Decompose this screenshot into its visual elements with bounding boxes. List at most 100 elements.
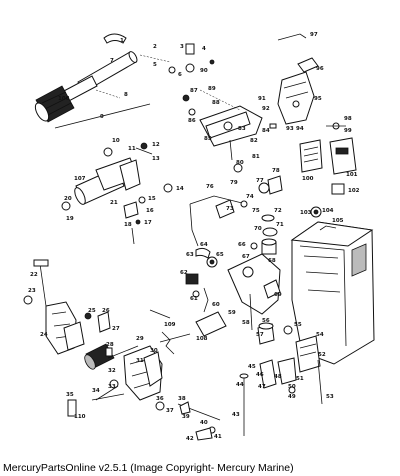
callout-label: 10 xyxy=(112,138,120,144)
callout-label: 63 xyxy=(186,252,194,258)
callout-label: 93 xyxy=(286,126,294,132)
callout-label: 25 xyxy=(88,308,96,314)
callout-label: 83 xyxy=(238,126,246,132)
callout-label: 11 xyxy=(128,146,136,152)
callout-label: 54 xyxy=(316,332,324,338)
callout-label: 46 xyxy=(256,372,264,378)
callout-label: 27 xyxy=(112,326,120,332)
callout-label: 102 xyxy=(348,188,360,194)
callout-label: 52 xyxy=(318,352,326,358)
callout-label: 97 xyxy=(310,32,318,38)
callout-label: 88 xyxy=(212,100,220,106)
callout-label: 5 xyxy=(153,62,157,68)
callout-label: 62 xyxy=(180,270,188,276)
callout-label: 90 xyxy=(200,68,208,74)
callout-label: 74 xyxy=(246,194,254,200)
callout-label: 109 xyxy=(164,322,176,328)
transom-clamp-right xyxy=(105,345,165,411)
callout-label: 59 xyxy=(228,310,236,316)
callout-label: 73 xyxy=(226,206,234,212)
callout-label: 4 xyxy=(202,46,206,52)
callout-label: 7 xyxy=(110,58,114,64)
switch-box-assembly xyxy=(299,137,357,195)
callout-label: 20 xyxy=(64,196,72,202)
callout-label: 76 xyxy=(206,184,214,190)
callout-label: 80 xyxy=(236,160,244,166)
callout-label: 69 xyxy=(274,292,282,298)
callout-label: 36 xyxy=(156,396,164,402)
callout-label: 61 xyxy=(190,296,198,302)
callout-label: 60 xyxy=(212,302,220,308)
callout-label: 26 xyxy=(102,308,110,314)
callout-label: 101 xyxy=(346,172,358,178)
callout-label: 29 xyxy=(136,336,144,342)
callout-label: 8 xyxy=(124,92,128,98)
callout-label: 41 xyxy=(214,434,222,440)
callout-labels: 1 2 3 4 5 6 7 8 9 10 11 12 13 14 15 16 1… xyxy=(28,32,360,442)
callout-label: 31 xyxy=(136,358,144,364)
callout-label: 33 xyxy=(108,384,116,390)
center-bracket xyxy=(185,247,281,331)
callout-label: 98 xyxy=(344,116,352,122)
callout-label: 86 xyxy=(188,118,196,124)
callout-label: 43 xyxy=(232,412,240,418)
swivel-housing xyxy=(290,221,375,365)
tilt-tube-assembly xyxy=(34,33,171,129)
callout-label: 35 xyxy=(66,392,74,398)
swivel-bracket-top xyxy=(182,89,263,173)
callout-label: 24 xyxy=(40,332,48,338)
callout-label: 85 xyxy=(204,136,212,142)
callout-label: 57 xyxy=(256,332,264,338)
callout-label: 34 xyxy=(92,388,100,394)
callout-label: 64 xyxy=(200,242,208,248)
callout-label: 99 xyxy=(344,128,352,134)
callout-label: 105 xyxy=(332,218,344,224)
callout-label: 28 xyxy=(106,342,114,348)
callout-label: 106 xyxy=(58,96,70,102)
callout-label: 16 xyxy=(146,208,154,214)
callout-label: 42 xyxy=(186,436,194,442)
callout-label: 45 xyxy=(248,364,256,370)
callout-label: 104 xyxy=(322,208,334,214)
callout-label: 48 xyxy=(274,374,282,380)
callout-label: 55 xyxy=(294,322,302,328)
callout-label: 23 xyxy=(28,288,36,294)
callout-label: 75 xyxy=(252,208,260,214)
callout-label: 22 xyxy=(30,272,38,278)
callout-label: 92 xyxy=(262,106,270,112)
callout-label: 49 xyxy=(288,394,296,400)
callout-label: 96 xyxy=(316,66,324,72)
callout-label: 32 xyxy=(108,368,116,374)
callout-label: 100 xyxy=(302,176,314,182)
callout-label: 37 xyxy=(166,408,174,414)
lower-hardware xyxy=(67,309,227,441)
callout-label: 13 xyxy=(152,156,160,162)
callout-label: 81 xyxy=(252,154,260,160)
lower-right-parts xyxy=(257,322,323,405)
callout-label: 58 xyxy=(242,320,250,326)
callout-label: 82 xyxy=(250,138,258,144)
callout-label: 70 xyxy=(254,226,262,232)
callout-label: 84 xyxy=(262,128,270,134)
callout-label: 30 xyxy=(150,348,158,354)
callout-label: 12 xyxy=(152,142,160,148)
callout-label: 6 xyxy=(178,72,182,78)
callout-label: 53 xyxy=(326,394,334,400)
callout-label: 21 xyxy=(110,200,118,206)
callout-label: 95 xyxy=(314,96,322,102)
callout-label: 89 xyxy=(208,86,216,92)
callout-label: 78 xyxy=(272,168,280,174)
callout-label: 77 xyxy=(256,178,264,184)
callout-label: 14 xyxy=(176,186,184,192)
callout-label: 18 xyxy=(124,222,132,228)
callout-label: 103 xyxy=(300,210,312,216)
callout-label: 40 xyxy=(200,420,208,426)
callout-label: 38 xyxy=(178,396,186,402)
callout-label: 68 xyxy=(268,258,276,264)
transom-clamp-left xyxy=(23,259,111,355)
callout-label: 71 xyxy=(276,222,284,228)
callout-label: 50 xyxy=(288,384,296,390)
callout-label: 1 xyxy=(120,38,124,44)
callout-label: 91 xyxy=(258,96,266,102)
